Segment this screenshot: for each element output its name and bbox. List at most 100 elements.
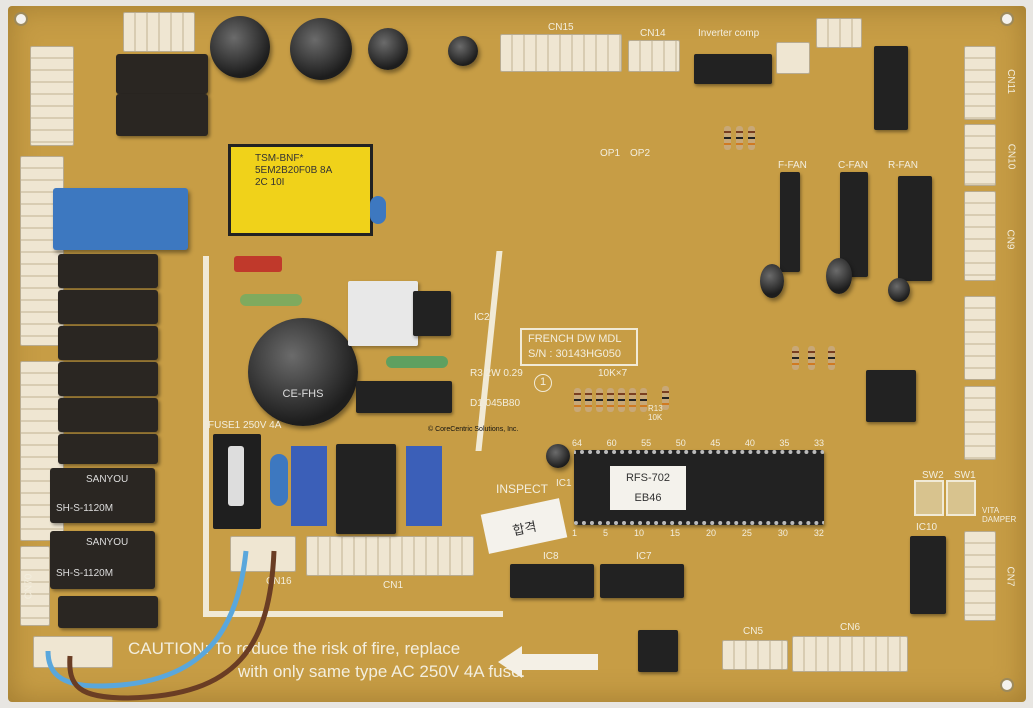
ic8: [510, 564, 594, 598]
connector-cn15: [500, 34, 622, 72]
electrolytic-capacitor: [368, 28, 408, 70]
sanyou-relay: SANYOU SH-S-1120M: [50, 468, 155, 523]
pin-number: 50: [675, 438, 686, 448]
relay: [58, 362, 158, 396]
resistor: [808, 346, 815, 370]
inverter-comp-label: Inverter comp: [698, 28, 760, 39]
connector-cn11: [964, 46, 996, 120]
relay: [116, 54, 208, 94]
connector-top-right: [816, 18, 862, 48]
switch-sw2[interactable]: [914, 480, 944, 516]
connector-top: [123, 12, 195, 52]
pin-number: 55: [641, 438, 652, 448]
pin-number: 40: [744, 438, 755, 448]
pin-number: 5: [602, 528, 608, 538]
resistor: [792, 346, 799, 370]
inspect-label: INSPECT: [496, 482, 549, 496]
pin-number: 32: [813, 528, 824, 538]
ic1-label: IC1: [556, 478, 572, 489]
ic2-label: IC2: [474, 312, 490, 323]
cn1-label: CN1: [383, 580, 404, 591]
caution-line2: with only same type AC 250V 4A fuse.: [238, 662, 526, 681]
ic8-label: IC8: [543, 551, 559, 562]
pin-number: 60: [606, 438, 617, 448]
sw2-label: SW2: [922, 470, 944, 481]
varistor: [406, 446, 442, 526]
cn5-label: CN5: [743, 626, 764, 637]
connector-right-2: [964, 386, 996, 460]
connector-right: [964, 296, 996, 380]
connector-top-left: [30, 46, 74, 146]
model-box: FRENCH DW MDL S/N : 30143HG050: [520, 328, 638, 366]
resistor: [607, 388, 614, 412]
ic9: [874, 46, 908, 130]
vita-damper-label: VITA DAMPER: [982, 506, 1017, 524]
connector-cn16: [230, 536, 296, 572]
circuit-board: CN70 CN15 CN14 Inverter comp CN11 CN10 C…: [8, 6, 1026, 702]
resistor: [748, 126, 755, 150]
wires: [45, 550, 277, 701]
relay: [58, 326, 158, 360]
ic10: [910, 536, 946, 614]
resistor: [596, 388, 603, 412]
sw1-label: SW1: [954, 470, 976, 481]
relay-brand: SANYOU: [86, 474, 129, 485]
pin-number: 45: [710, 438, 721, 448]
silk-line: [203, 611, 503, 617]
mount-hole: [1000, 678, 1014, 692]
resistor: [724, 126, 731, 150]
main-capacitor: CE-FHS: [248, 318, 358, 426]
ic10-label: IC10: [916, 522, 938, 533]
r-fan-label: R-FAN: [888, 160, 918, 171]
x-capacitor: [53, 188, 188, 250]
silk-line: [203, 256, 209, 616]
connector-cn10: [964, 124, 996, 186]
caution-text: CAUTION: To reduce the risk of fire, rep…: [128, 638, 460, 660]
serial-label: S/N : 30143HG050: [528, 348, 621, 360]
fan-transistor: [780, 172, 800, 272]
cn16-label: CN16: [266, 576, 292, 587]
relay: [58, 398, 158, 432]
ic7-label: IC7: [636, 551, 652, 562]
mount-hole: [1000, 12, 1014, 26]
power-resistor: [240, 294, 302, 306]
electrolytic-capacitor: [210, 16, 270, 78]
connector-cn70: [20, 546, 50, 626]
transformer: TSM-BNF* 5EM2B20F0B 8A 2C 10I: [228, 144, 373, 236]
connector-cn5: [722, 640, 788, 670]
op2-label: OP2: [630, 148, 651, 159]
switch-sw1[interactable]: [946, 480, 976, 516]
transformer-label: TSM-BNF* 5EM2B20F0B 8A 2C 10I: [255, 153, 332, 188]
line-filter: [336, 444, 396, 534]
arrow-icon: [498, 646, 522, 678]
np7: [638, 630, 678, 672]
ic7: [600, 564, 684, 598]
capacitor: [826, 258, 852, 294]
ic-top: [694, 54, 772, 84]
pin-number: 64: [572, 438, 583, 448]
resnet-label: 10K×7: [598, 368, 628, 379]
caution-line1: : To reduce the risk of fire, replace: [204, 639, 461, 658]
blue-wire: [45, 550, 249, 689]
ic1-sticker-code: EB46: [634, 492, 662, 504]
connector-cn1: [306, 536, 474, 576]
resistor: [640, 388, 647, 412]
varistor: [291, 446, 327, 526]
r3-label: R3 2W 0.29: [470, 368, 523, 379]
fan-transistor: [898, 176, 932, 281]
cn14-label: CN14: [640, 28, 666, 39]
circle-mark: 1: [534, 374, 552, 392]
fuse1-label: FUSE1 250V 4A: [208, 420, 282, 431]
arrow-shaft: [522, 654, 598, 670]
connector-cn7: [964, 531, 996, 621]
connector-cn14: [628, 40, 680, 72]
cn15-label: CN15: [548, 22, 574, 33]
capacitor: [270, 454, 288, 506]
resistor: [662, 386, 669, 410]
pin-number: 25: [741, 528, 752, 538]
relay-model: SH-S-1120M: [56, 503, 114, 514]
np8: [866, 370, 916, 422]
power-resistor: [386, 356, 448, 368]
relay: [58, 290, 158, 324]
ic1-sticker: RFS-702 EB46: [610, 466, 686, 510]
